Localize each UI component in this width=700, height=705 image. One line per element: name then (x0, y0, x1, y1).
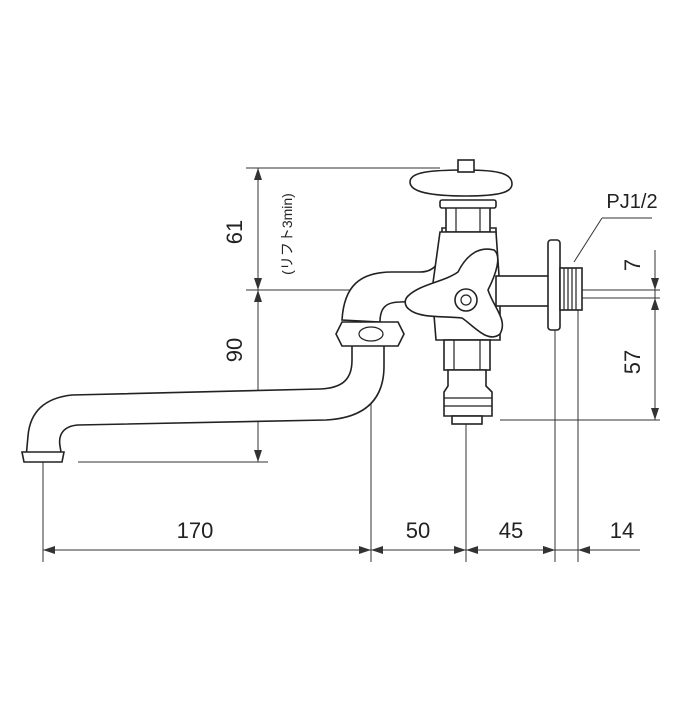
thread-callout: PJ1/2 (573, 191, 658, 263)
dimension-57: 57 (620, 298, 659, 420)
hose-connector-tip (451, 415, 483, 425)
swivel-nut (335, 321, 405, 347)
top-handle (409, 169, 513, 197)
faucet-body (21, 159, 583, 463)
dim-14-label: 14 (610, 518, 634, 543)
dim-45-label: 45 (499, 518, 523, 543)
lower-nut (443, 339, 491, 371)
dim-7-label: 7 (620, 259, 645, 271)
lever-handle (404, 248, 504, 338)
dimension-61: 61 (リフト3min) (222, 168, 295, 290)
dimension-90: 90 (222, 290, 262, 462)
dimension-14: 14 (543, 518, 640, 554)
spout-pipe (25, 339, 385, 459)
dimension-170: 170 (43, 518, 371, 554)
dimension-50: 50 (371, 518, 466, 554)
swivel-nut-hole (358, 326, 384, 342)
thread-label: PJ1/2 (606, 191, 657, 213)
wall-flange (547, 239, 561, 331)
dimension-45: 45 (466, 518, 555, 554)
dimension-7: 7 (620, 250, 659, 338)
hose-connector (443, 369, 493, 417)
dim-90-label: 90 (222, 338, 247, 362)
dim-57-label: 57 (620, 350, 645, 374)
valve-top-nut (445, 205, 491, 233)
lift-note-label: (リフト3min) (279, 193, 295, 275)
lever-center-screw (460, 294, 472, 306)
spout-tip (21, 451, 65, 463)
top-handle-screw (457, 159, 475, 173)
dim-50-label: 50 (406, 518, 430, 543)
dim-170-label: 170 (177, 518, 214, 543)
lever-center-cap (454, 288, 478, 312)
threaded-connector (559, 267, 583, 311)
dim-61-label: 61 (222, 220, 247, 244)
valve-collar (439, 199, 497, 209)
side-pipe (495, 275, 553, 307)
